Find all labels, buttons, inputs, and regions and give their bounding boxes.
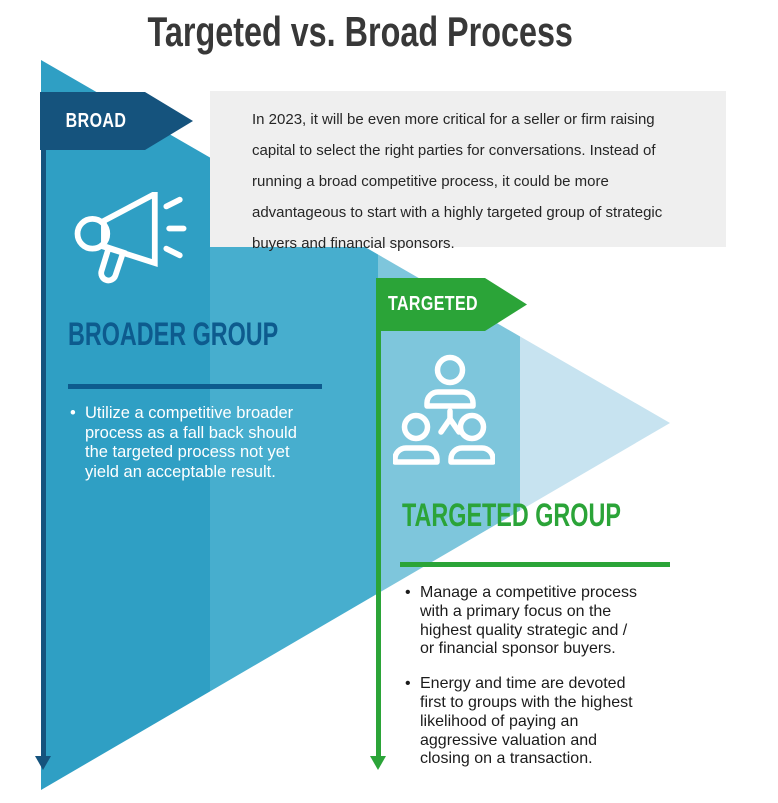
- broad-flag-label: BROAD: [65, 109, 127, 132]
- targeted-axis-arrowhead-icon: [370, 756, 386, 770]
- targeted-flag: TARGETED: [376, 278, 527, 331]
- broad-axis-arrowhead-icon: [35, 756, 51, 770]
- targeted-axis-line: [376, 331, 381, 756]
- title-wrap: Targeted vs. Broad Process: [0, 8, 720, 56]
- intro-text: In 2023, it will be even more critical f…: [252, 111, 663, 252]
- broader-group-bullets: Utilize a competitive broader process as…: [70, 404, 308, 482]
- broader-group-title: BROADER GROUP: [68, 316, 279, 352]
- targeted-flag-label: TARGETED: [387, 293, 478, 315]
- megaphone-icon: [62, 192, 190, 288]
- bullet-item: Energy and time are devoted first to gro…: [405, 675, 641, 769]
- intro-panel: In 2023, it will be even more critical f…: [210, 91, 726, 252]
- broader-group-divider: [68, 384, 322, 389]
- page-title: Targeted vs. Broad Process: [147, 8, 573, 55]
- bullet-item: Utilize a competitive broader process as…: [70, 404, 308, 482]
- bullet-item: Manage a competitive process with a prim…: [405, 584, 641, 659]
- targeted-group-bullets: Manage a competitive process with a prim…: [405, 584, 641, 785]
- targeted-group-title: TARGETED GROUP: [402, 497, 621, 533]
- group-network-icon: [393, 354, 495, 466]
- broad-axis-line: [41, 150, 46, 756]
- targeted-group-divider: [400, 562, 670, 567]
